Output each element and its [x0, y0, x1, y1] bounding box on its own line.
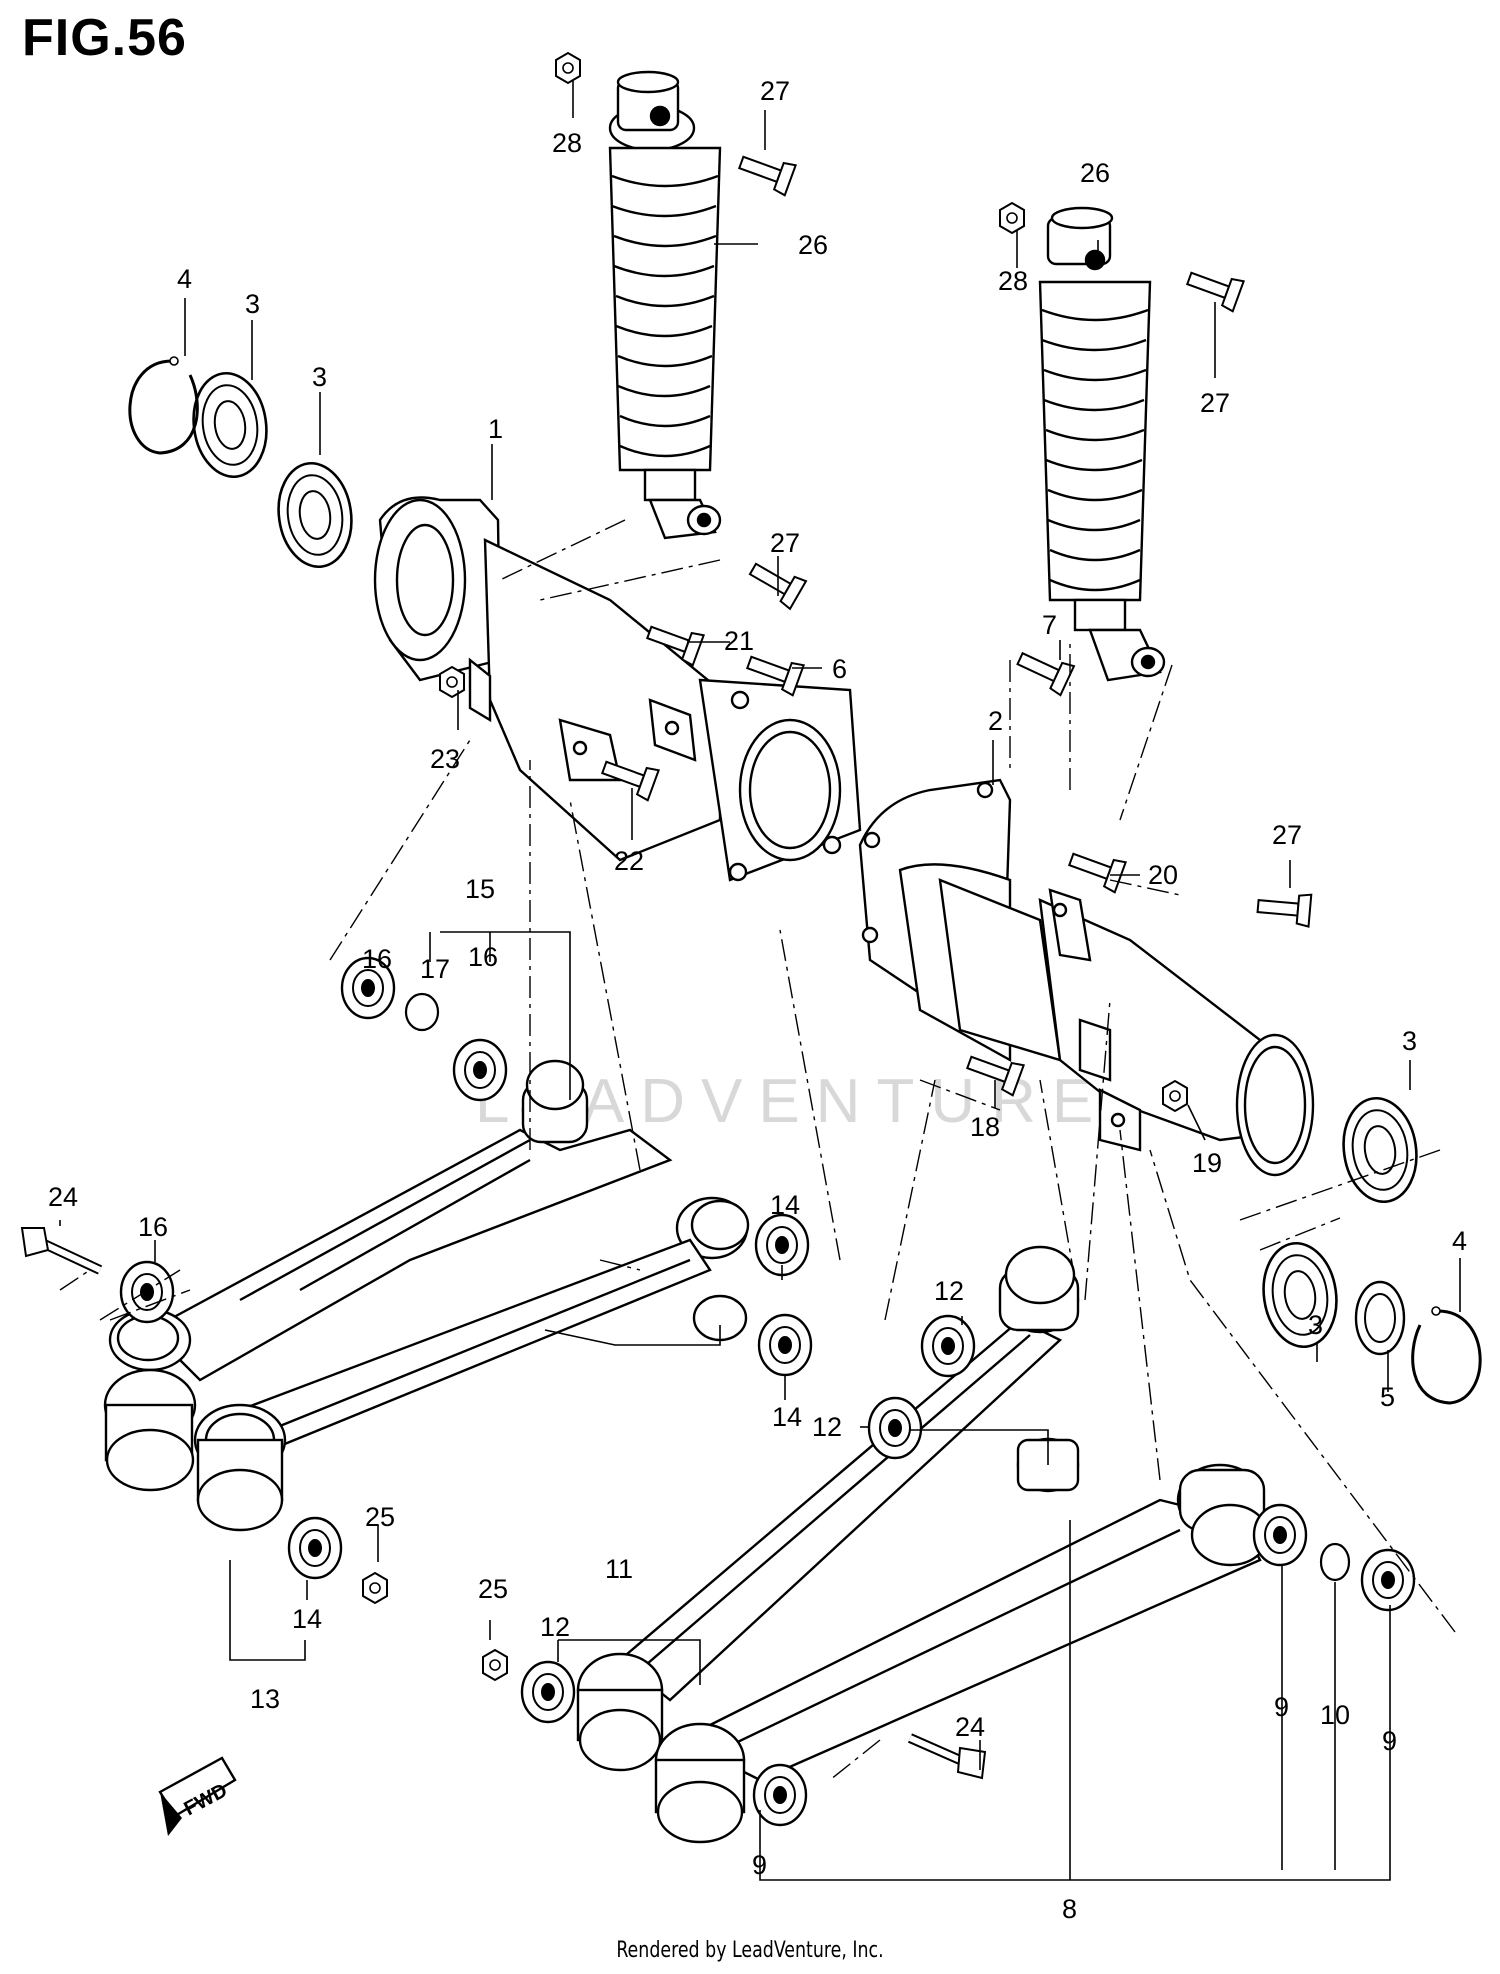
oil-seal — [1354, 1280, 1406, 1356]
leader-lines — [59, 80, 1461, 1881]
fwd-arrow-icon: FWD — [158, 1756, 237, 1836]
callout-9: 9 — [752, 1850, 767, 1880]
callout-26: 26 — [798, 230, 828, 260]
bushing-14b — [757, 1313, 813, 1377]
right-shock-absorber — [1038, 206, 1166, 682]
callout-8: 8 — [1062, 1894, 1077, 1924]
figure-title: FIG.56 — [22, 9, 187, 67]
callout-3: 3 — [1308, 1310, 1323, 1340]
callout-9: 9 — [1382, 1726, 1397, 1756]
washer-17 — [404, 992, 440, 1032]
right-lower-arm — [654, 1463, 1270, 1844]
bearing-right-lower — [1255, 1237, 1345, 1353]
nut-19 — [1162, 1080, 1188, 1112]
footer-credit: Rendered by LeadVenture, Inc. — [616, 1938, 884, 1963]
washer-10 — [1319, 1542, 1351, 1582]
circlip-left — [128, 355, 199, 455]
callout-14: 14 — [770, 1190, 800, 1220]
left-upper-arm — [108, 1059, 750, 1382]
callout-4: 4 — [177, 264, 192, 294]
callout-19: 19 — [1192, 1148, 1222, 1178]
callout-24: 24 — [955, 1712, 985, 1742]
callout-22: 22 — [614, 846, 644, 876]
bolt-7 — [1012, 643, 1075, 697]
bolt-27b — [1182, 262, 1245, 313]
bolt-27d — [1255, 889, 1313, 928]
callout-16: 16 — [468, 942, 498, 972]
callout-20: 20 — [1148, 860, 1178, 890]
left-knuckle — [373, 496, 862, 882]
right-upper-arm — [576, 1245, 1080, 1772]
callout-17: 17 — [420, 954, 450, 984]
callout-15: 15 — [465, 874, 495, 904]
nut-28a — [555, 52, 581, 84]
nut-23 — [439, 666, 465, 698]
callout-18: 18 — [970, 1112, 1000, 1142]
callout-27: 27 — [1272, 820, 1302, 850]
callout-23: 23 — [430, 744, 460, 774]
callout-26: 26 — [1080, 158, 1110, 188]
callout-16: 16 — [138, 1212, 168, 1242]
right-knuckle — [858, 778, 1315, 1177]
callout-10: 10 — [1320, 1700, 1350, 1730]
callout-14: 14 — [772, 1402, 802, 1432]
callout-24: 24 — [48, 1182, 78, 1212]
bolt-24b — [907, 1733, 987, 1780]
callout-12: 12 — [934, 1276, 964, 1306]
dashed-assembly-lines — [59, 519, 1456, 1781]
callout-27: 27 — [1200, 388, 1230, 418]
bolt-27a — [734, 146, 797, 197]
callout-25: 25 — [478, 1574, 508, 1604]
bolt-20 — [1064, 843, 1127, 894]
callout-3: 3 — [312, 362, 327, 392]
callout-11: 11 — [605, 1554, 633, 1584]
bolt-27c — [743, 554, 807, 610]
callout-1: 1 — [488, 414, 503, 444]
callout-16: 16 — [362, 944, 392, 974]
left-shock-absorber — [608, 70, 722, 540]
callout-27: 27 — [760, 76, 790, 106]
bearing-right-upper — [1335, 1092, 1425, 1208]
callout-3: 3 — [245, 289, 260, 319]
callout-12: 12 — [812, 1412, 842, 1442]
callout-2: 2 — [988, 706, 1003, 736]
callout-27: 27 — [770, 528, 800, 558]
callout-28: 28 — [998, 266, 1028, 296]
callout-labels: 1 2 3 3 3 3 4 4 5 6 7 8 9 9 9 10 11 12 1… — [48, 76, 1467, 1924]
bushing-14c — [287, 1516, 343, 1580]
callout-4: 4 — [1452, 1226, 1467, 1256]
bushing-9b — [1360, 1548, 1416, 1612]
bushing-9a — [1252, 1503, 1308, 1567]
callout-6: 6 — [832, 654, 847, 684]
bearing-left-inner — [270, 457, 360, 573]
bolt-24a — [20, 1227, 103, 1275]
callout-14: 14 — [292, 1604, 322, 1634]
circlip-right — [1411, 1305, 1482, 1405]
bearing-left-outer — [185, 367, 275, 483]
nut-25b — [482, 1649, 508, 1681]
bushing-12a — [920, 1314, 976, 1378]
callout-7: 7 — [1042, 610, 1057, 640]
bushing-9c — [752, 1763, 808, 1827]
callout-9: 9 — [1274, 1692, 1289, 1722]
nut-28b — [999, 202, 1025, 234]
bushing-16b — [452, 1038, 508, 1102]
bushing-12c — [520, 1660, 576, 1724]
callout-28: 28 — [552, 128, 582, 158]
left-lower-arm — [103, 1238, 712, 1532]
nut-25a — [362, 1572, 388, 1604]
bushing-12b — [867, 1396, 923, 1460]
callout-13: 13 — [250, 1684, 280, 1714]
callout-3: 3 — [1402, 1026, 1417, 1056]
callout-25: 25 — [365, 1502, 395, 1532]
callout-21: 21 — [724, 626, 754, 656]
callout-5: 5 — [1380, 1382, 1395, 1412]
callout-12: 12 — [540, 1612, 570, 1642]
